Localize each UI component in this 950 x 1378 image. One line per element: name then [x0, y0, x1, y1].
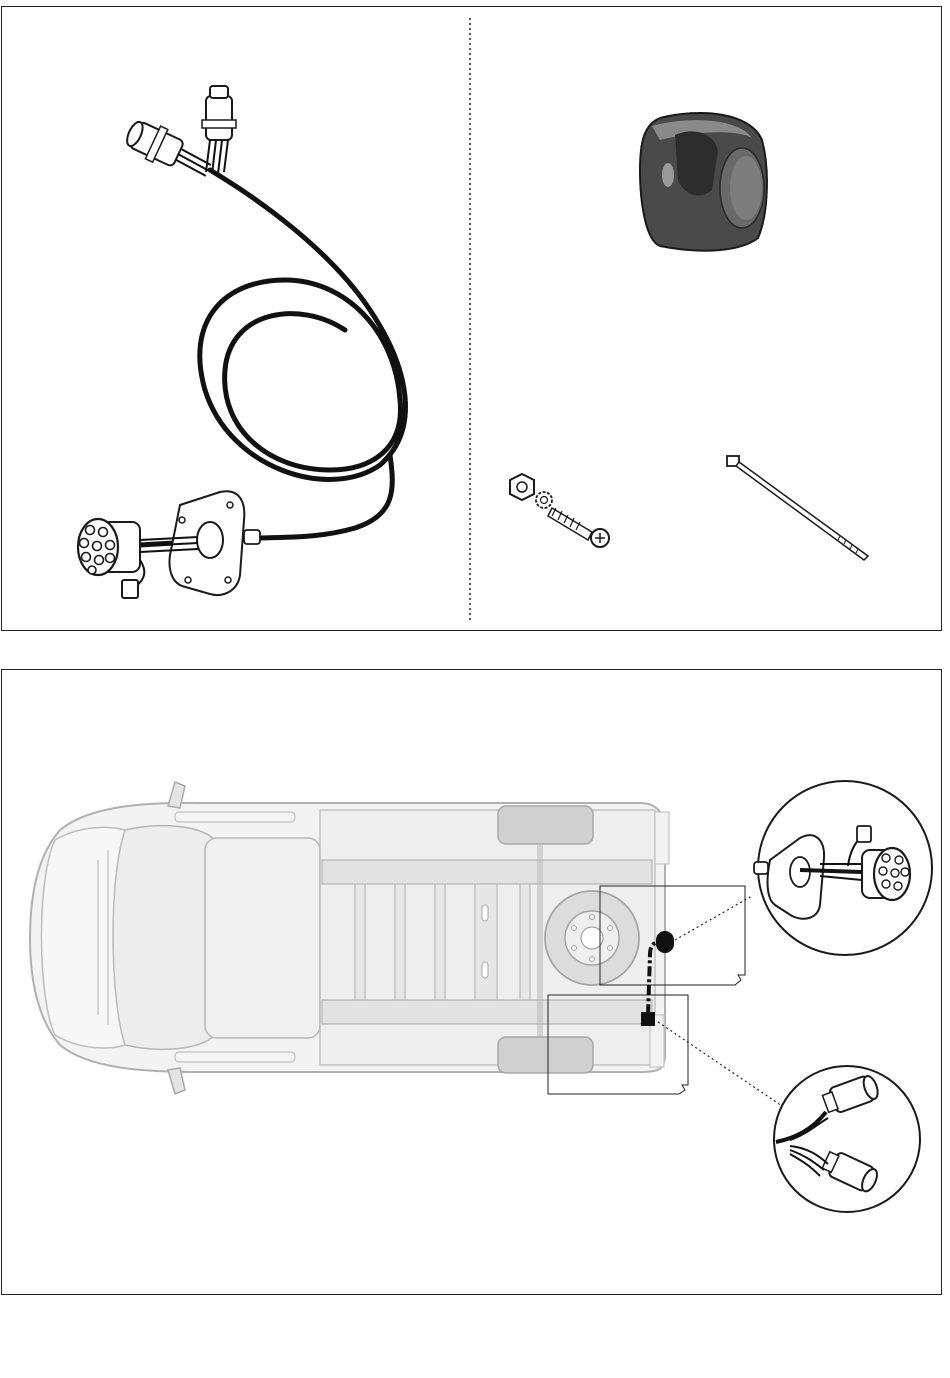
connector-a-icon: [202, 86, 236, 174]
socket-cover-icon: [640, 113, 767, 251]
washer-icon: [536, 492, 552, 508]
bolt-nut-washer-icon: [510, 474, 609, 547]
connector-detail-callout: [774, 1066, 920, 1212]
leader-line-socket: [675, 896, 752, 940]
nut-icon: [510, 474, 534, 500]
van-icon: [30, 782, 669, 1094]
cable-tie-icon: [727, 456, 868, 560]
trailer-socket-icon: [78, 491, 260, 598]
socket-detail-callout: [754, 781, 932, 955]
leader-line-connector: [658, 1022, 782, 1106]
bolt-icon: [548, 508, 609, 547]
wiring-harness-icon: [78, 86, 405, 598]
